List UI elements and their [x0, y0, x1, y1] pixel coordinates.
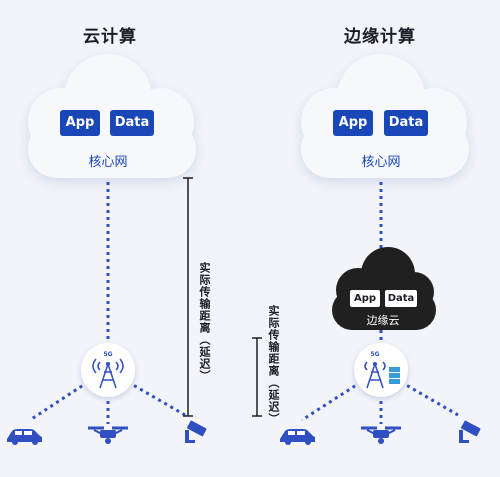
- edge-cloud-label: 边缘云: [366, 314, 400, 327]
- left-camera-icon: [185, 420, 207, 443]
- right-tower-badge: 5G: [370, 351, 379, 358]
- right-tower-5g-icon: 5G: [354, 343, 408, 397]
- right-data-chip: Data: [384, 110, 428, 136]
- left-data-chip: Data: [110, 110, 154, 136]
- right-link-car: [301, 380, 362, 422]
- edge-computing-title: 边缘计算: [344, 27, 416, 47]
- right-camera-icon: [459, 420, 481, 443]
- left-distance-label: 实际传输距离（延迟）: [198, 262, 211, 382]
- edge-app-chip: App: [350, 290, 380, 307]
- right-link-camera: [400, 380, 459, 417]
- server-icon: [389, 367, 400, 384]
- left-tower-5g-icon: 5G: [81, 343, 135, 397]
- right-drone-icon: [361, 426, 401, 444]
- cloud-computing-title: 云计算: [83, 27, 137, 47]
- left-core-network-label: 核心网: [88, 155, 128, 170]
- left-tower-badge: 5G: [103, 351, 112, 358]
- edge-data-chip: Data: [385, 290, 417, 307]
- left-car-icon: [7, 429, 42, 445]
- right-distance-label: 实际传输距离（延迟）: [267, 305, 280, 425]
- left-link-car: [29, 380, 89, 422]
- right-distance-bracket: [252, 337, 262, 417]
- left-distance-bracket: [183, 177, 193, 417]
- right-core-network-label: 核心网: [361, 155, 401, 170]
- right-app-chip: App: [333, 110, 373, 136]
- right-car-icon: [280, 429, 315, 445]
- left-app-chip: App: [60, 110, 100, 136]
- left-drone-icon: [88, 426, 128, 444]
- left-link-camera: [127, 380, 186, 417]
